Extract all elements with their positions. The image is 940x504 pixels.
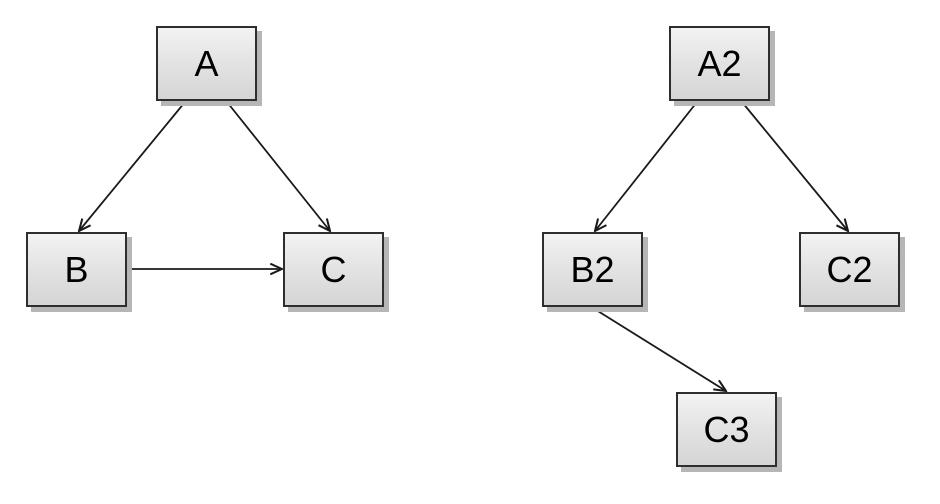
- node-c: C: [283, 232, 384, 307]
- node-b2-label: B2: [570, 248, 615, 290]
- node-b2: B2: [542, 232, 643, 307]
- node-c2-label: C2: [826, 248, 873, 290]
- node-c3: C3: [676, 392, 777, 467]
- node-c-label: C: [320, 248, 347, 290]
- node-c3-label: C3: [703, 408, 750, 450]
- edge-a2-to-b2: [595, 101, 698, 231]
- node-a2-label: A2: [697, 42, 742, 84]
- node-a: A: [156, 26, 257, 101]
- edge-a-to-b: [79, 101, 186, 231]
- edge-b2-to-c3: [592, 307, 726, 391]
- node-a2: A2: [669, 26, 770, 101]
- node-c2: C2: [799, 232, 900, 307]
- edge-a2-to-c2: [741, 101, 848, 231]
- node-b: B: [26, 232, 127, 307]
- edge-a-to-c: [226, 101, 330, 231]
- node-a-label: A: [194, 42, 219, 84]
- node-b-label: B: [64, 248, 89, 290]
